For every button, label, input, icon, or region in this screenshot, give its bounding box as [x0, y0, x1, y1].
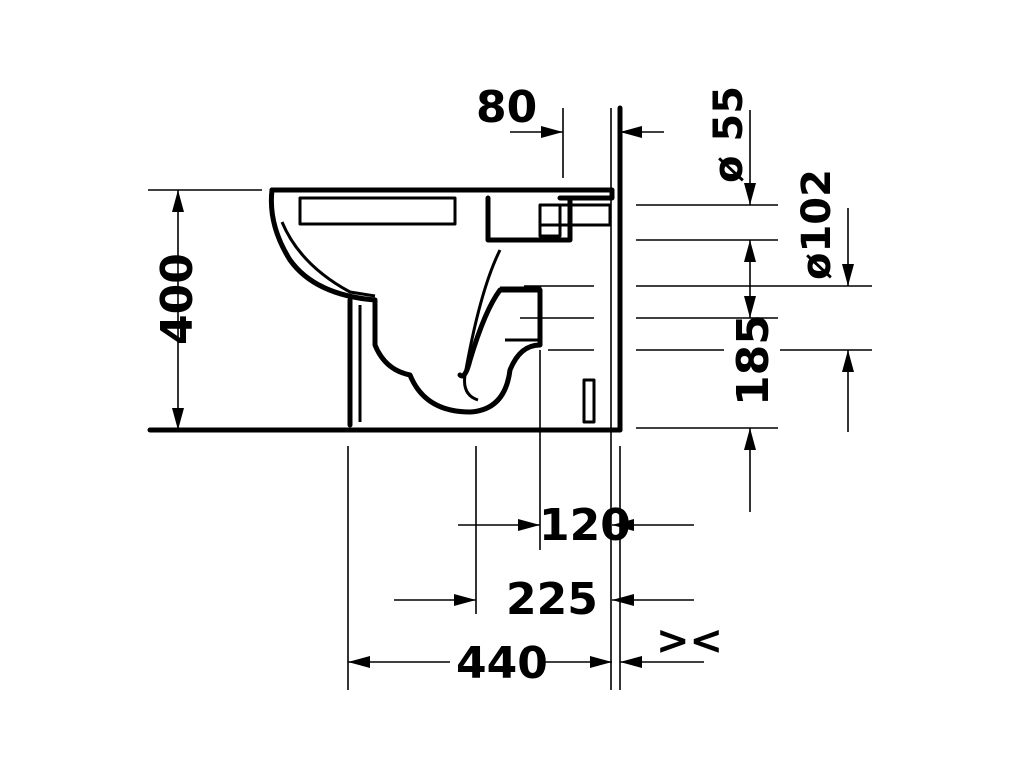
- bowl-outer: [268, 187, 543, 415]
- dim-225-label: 225: [506, 574, 598, 625]
- wall-gap-symbol: ><: [656, 618, 723, 664]
- dimension-80: 80: [476, 82, 664, 138]
- dimension-diameter-55: ø 55: [706, 86, 756, 318]
- dim-185-label: 185: [728, 314, 779, 406]
- dimension-diameter-102: ø102: [794, 169, 854, 286]
- toilet-outline: [268, 187, 615, 428]
- inlet-connector: [485, 195, 573, 243]
- dimension-120: 120: [458, 500, 694, 551]
- dimension-225: 225: [394, 574, 694, 625]
- extension-lines-bottom: [347, 108, 621, 690]
- trap-curve: [463, 249, 502, 402]
- dim-80-label: 80: [476, 82, 537, 133]
- toilet-seat-lid: [298, 196, 457, 226]
- dim-diameter-55-label: ø 55: [706, 86, 752, 183]
- dimension-400: 400: [152, 190, 203, 430]
- dim-120-label: 120: [539, 500, 631, 551]
- dimension-185: 185: [728, 314, 854, 512]
- dim-440-label: 440: [456, 638, 548, 689]
- bowl-inner: [280, 221, 376, 298]
- wall-fixing: [582, 378, 596, 424]
- dim-diameter-102-label: ø102: [794, 169, 840, 280]
- dim-400-label: 400: [152, 253, 203, 345]
- inlet-pipe: [538, 203, 612, 227]
- inlet-flange: [538, 205, 562, 238]
- extension-lines-right: [148, 189, 872, 429]
- dimension-440: 440 ><: [348, 618, 723, 689]
- outlet-spigot: [500, 286, 542, 342]
- toilet-rim: [269, 187, 615, 201]
